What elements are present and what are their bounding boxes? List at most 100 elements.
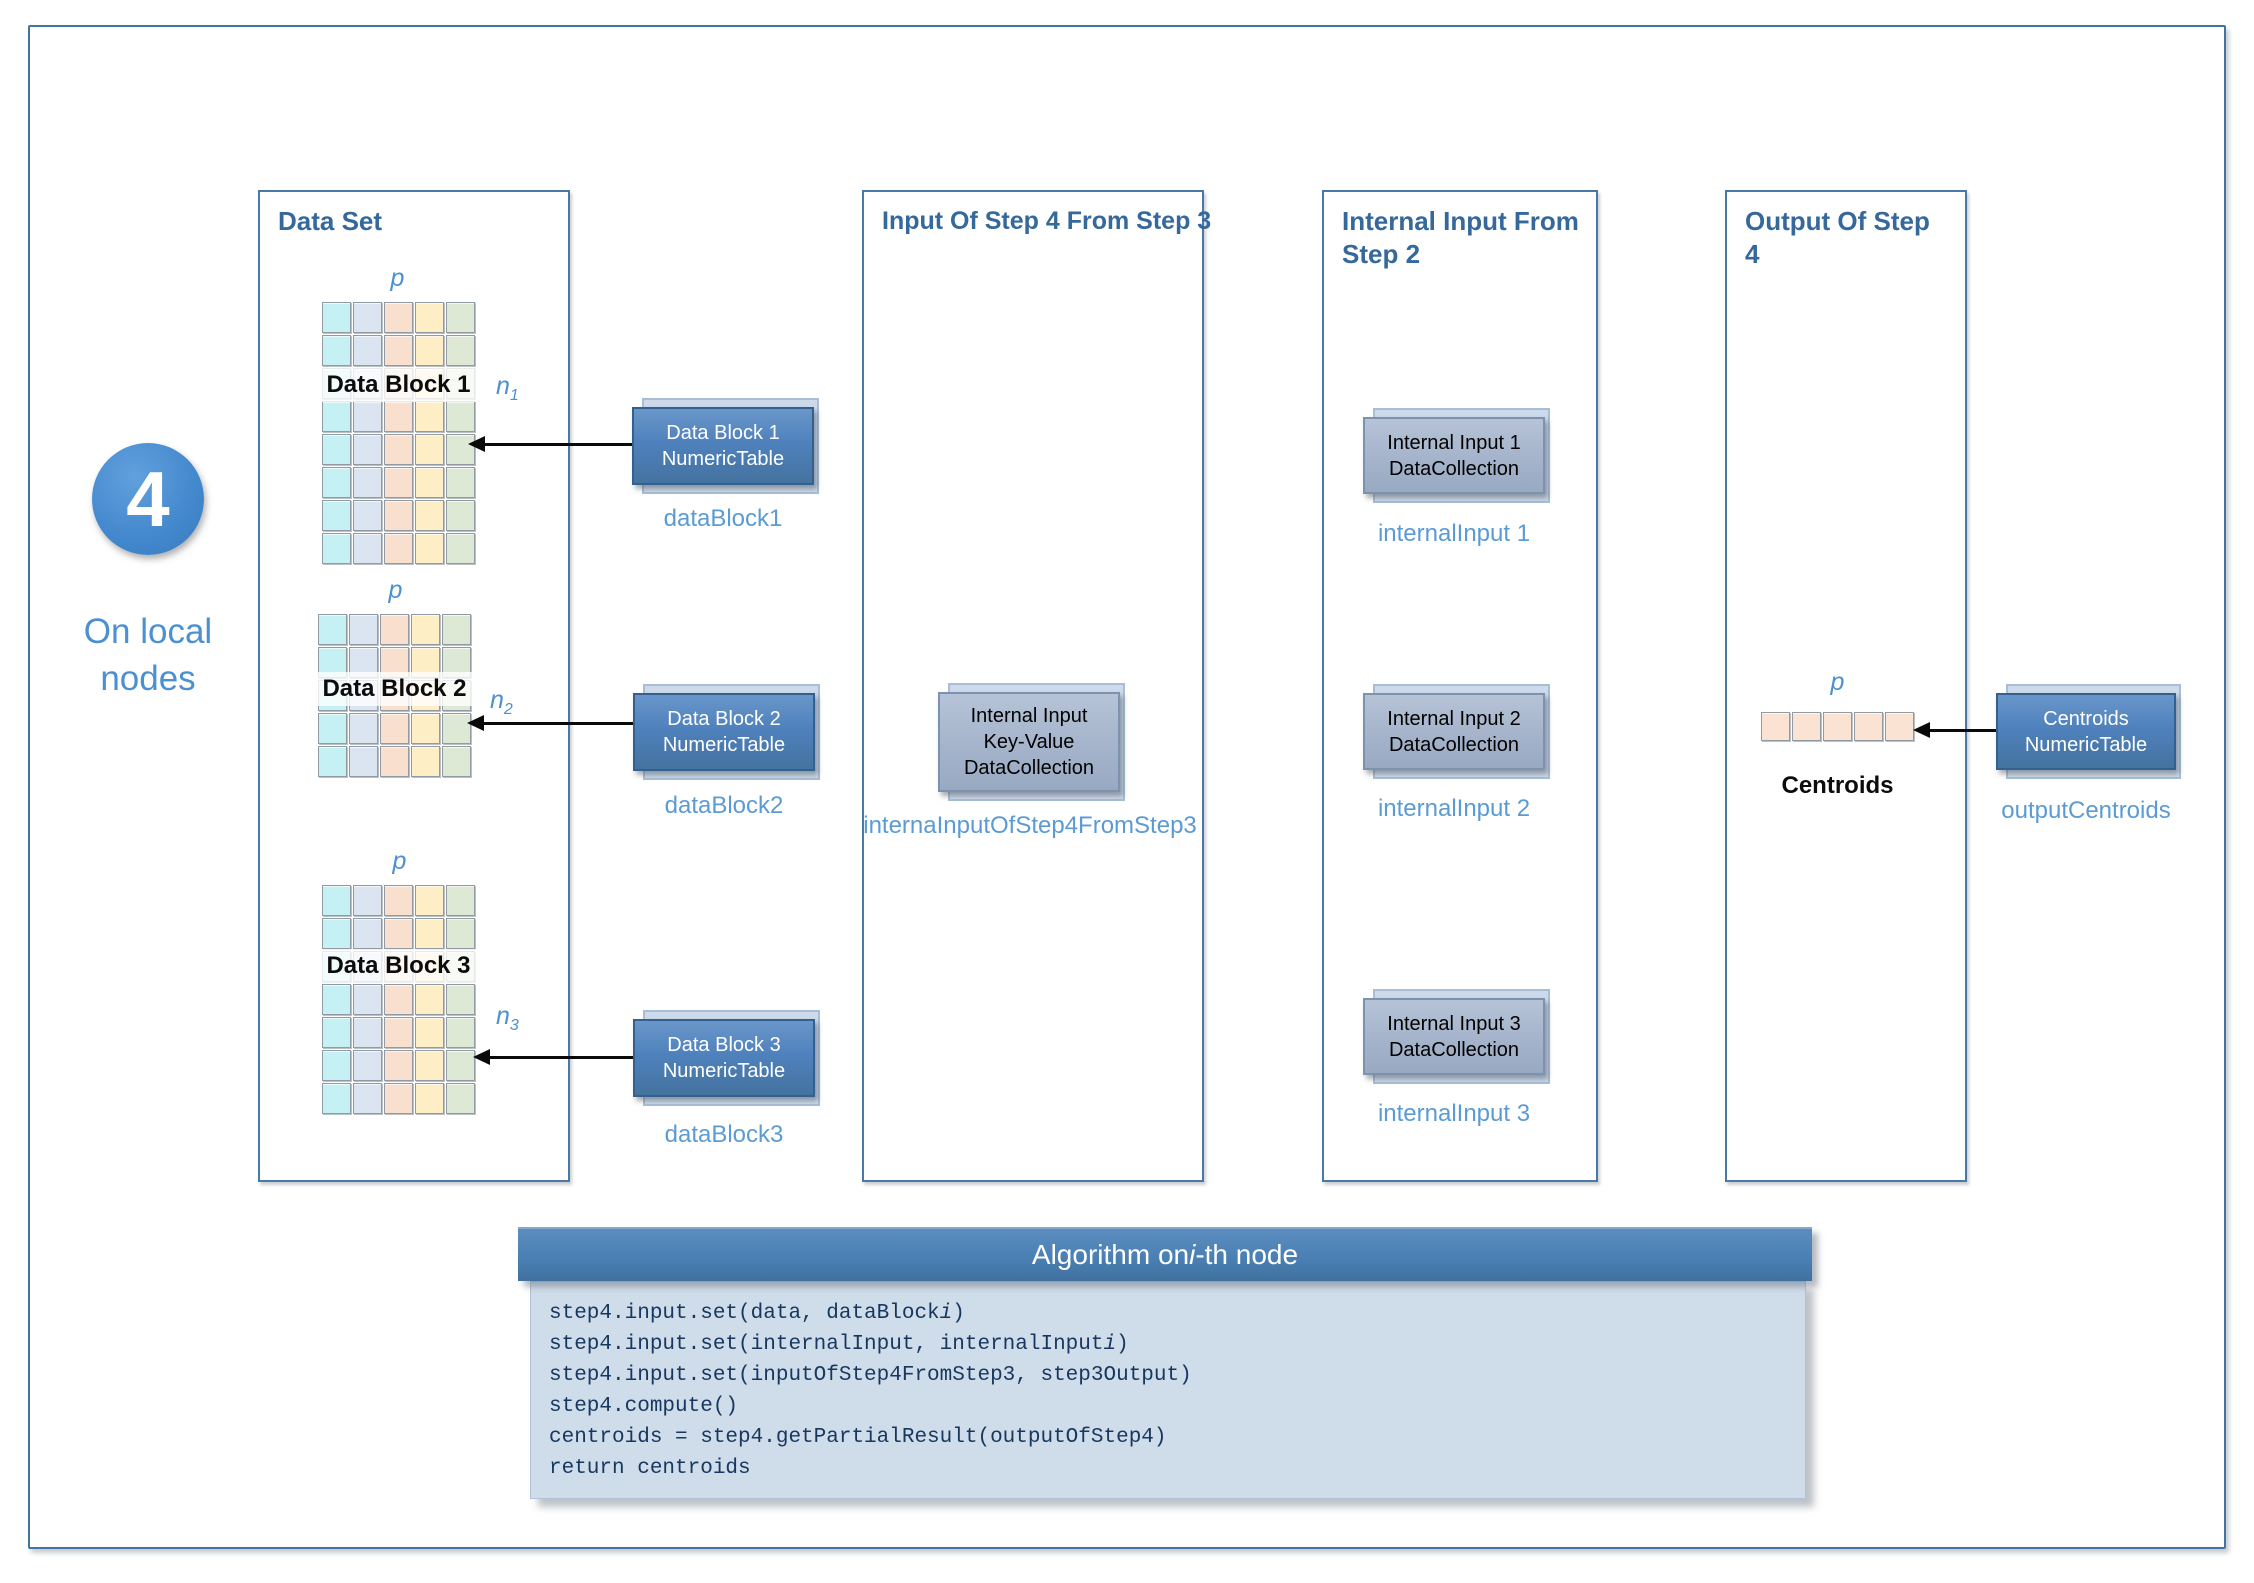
grid-cell <box>415 1017 444 1048</box>
dim-n1: n1 <box>496 372 519 404</box>
internal-input-1-variable-label: internalInput 1 <box>1377 520 1531 547</box>
grid-cell <box>415 984 444 1015</box>
panel-input-step3-title: Input Of Step 4 From Step 3 <box>882 207 1212 235</box>
grid-cell <box>446 1083 475 1114</box>
grid-cell <box>446 984 475 1015</box>
centroids-caption: Centroids <box>1781 772 1894 799</box>
grid-cell <box>384 918 413 949</box>
grid-cell <box>415 335 444 366</box>
box-line1: Internal Input 3 <box>1387 1012 1521 1035</box>
box-line3: DataCollection <box>963 757 1095 779</box>
data-block-3-numerictable-box: Data Block 3 NumericTable <box>633 1010 820 1106</box>
step-number: 4 <box>126 454 170 543</box>
grid-cell <box>353 335 382 366</box>
internal-input-2-box: Internal Input 2 DataCollection <box>1363 684 1550 779</box>
grid-cell <box>411 746 440 777</box>
grid-cell <box>384 533 413 564</box>
code-line: step4.input.set(inputOfStep4FromStep3, s… <box>549 1364 1192 1387</box>
grid-cell <box>446 302 475 333</box>
grid-cell <box>322 1050 351 1081</box>
grid-cell <box>415 1050 444 1081</box>
box-line1: Data Block 2 <box>667 708 781 730</box>
box-line1: Internal Input <box>970 705 1088 727</box>
algorithm-header: Algorithm on i-th node <box>518 1227 1812 1281</box>
grid-cell <box>384 1083 413 1114</box>
grid-cell <box>446 918 475 949</box>
grid-cell <box>384 500 413 531</box>
internal-input-step3-variable-label: internaInputOfStep4FromStep3 <box>863 812 1197 839</box>
grid-cell <box>415 1083 444 1114</box>
grid-cell <box>415 434 444 465</box>
grid-cell <box>322 467 351 498</box>
internal-input-2-variable-label: internalInput 2 <box>1377 795 1531 822</box>
grid-cell <box>353 434 382 465</box>
grid-cell <box>322 302 351 333</box>
box-line1: Data Block 1 <box>666 422 780 444</box>
grid-cell <box>353 401 382 432</box>
data-block-2-numerictable-box: Data Block 2 NumericTable <box>633 684 820 780</box>
grid-cell <box>380 713 409 744</box>
grid-cell <box>353 885 382 916</box>
grid-cell <box>353 1083 382 1114</box>
data-block-1-grid: Data Block 1 <box>316 302 481 564</box>
grid-cell <box>322 533 351 564</box>
grid-cell <box>318 746 347 777</box>
grid-cell <box>384 467 413 498</box>
grid-cell <box>446 533 475 564</box>
grid-cell <box>353 984 382 1015</box>
grid-cell <box>442 713 471 744</box>
grid-cell <box>353 467 382 498</box>
arrow-datablock1 <box>468 436 632 452</box>
arrow-datablock2 <box>467 715 633 731</box>
datablock3-variable-label: dataBlock3 <box>664 1121 784 1148</box>
internal-input-3-box: Internal Input 3 DataCollection <box>1363 989 1550 1084</box>
output-centroids-variable-label: outputCentroids <box>2001 797 2171 824</box>
grid-cell <box>353 1017 382 1048</box>
box-line1: Centroids <box>2043 707 2129 730</box>
grid-cell <box>384 984 413 1015</box>
grid-cell <box>380 614 409 645</box>
grid-cell <box>322 918 351 949</box>
centroid-cell <box>1823 712 1852 741</box>
grid-cell <box>415 401 444 432</box>
grid-cell <box>353 1050 382 1081</box>
grid-cell <box>411 713 440 744</box>
badge-caption: On local nodes <box>38 608 258 702</box>
centroids-numerictable-box: Centroids NumericTable <box>1996 684 2181 779</box>
box-line1: Data Block 3 <box>667 1034 781 1056</box>
box-line2: NumericTable <box>662 734 786 756</box>
box-line2: NumericTable <box>661 448 785 470</box>
grid-cell <box>380 746 409 777</box>
grid-cell <box>415 533 444 564</box>
grid-cell <box>384 302 413 333</box>
internal-input-3-variable-label: internalInput 3 <box>1377 1100 1531 1127</box>
grid-cell <box>384 335 413 366</box>
dim-p-block2: p <box>388 576 403 604</box>
grid-cell <box>415 918 444 949</box>
panel-output: Output Of Step 4 <box>1725 190 1967 1182</box>
grid-cell <box>384 1050 413 1081</box>
grid-cells <box>322 885 475 1114</box>
dim-p-centroids: p <box>1830 668 1845 696</box>
grid-cell <box>322 500 351 531</box>
datablock2-variable-label: dataBlock2 <box>664 792 784 819</box>
centroid-cell <box>1885 712 1914 741</box>
box-line2: Key-Value <box>983 731 1075 753</box>
grid-cell <box>353 918 382 949</box>
panel-data-set: Data Set p Data Block 1 n1 p Data Block … <box>258 190 570 1182</box>
code-line: step4.compute() <box>549 1395 739 1418</box>
grid-cell <box>349 746 378 777</box>
centroids-row <box>1761 712 1914 741</box>
box-line2: DataCollection <box>1388 733 1520 756</box>
internal-input-1-box: Internal Input 1 DataCollection <box>1363 408 1550 503</box>
box-line1: Internal Input 2 <box>1387 707 1521 730</box>
grid-cell <box>322 1017 351 1048</box>
internal-input-keyvalue-box: Internal Input Key-Value DataCollection <box>938 683 1125 801</box>
panel-output-title: Output Of Step 4 <box>1745 206 1930 269</box>
centroid-cell <box>1854 712 1883 741</box>
grid-cell <box>322 885 351 916</box>
panel-internal-step2-title: Internal Input From Step 2 <box>1342 206 1579 269</box>
code-line: return centroids <box>549 1457 751 1480</box>
grid-cell <box>384 401 413 432</box>
datablock1-variable-label: dataBlock1 <box>663 505 783 532</box>
